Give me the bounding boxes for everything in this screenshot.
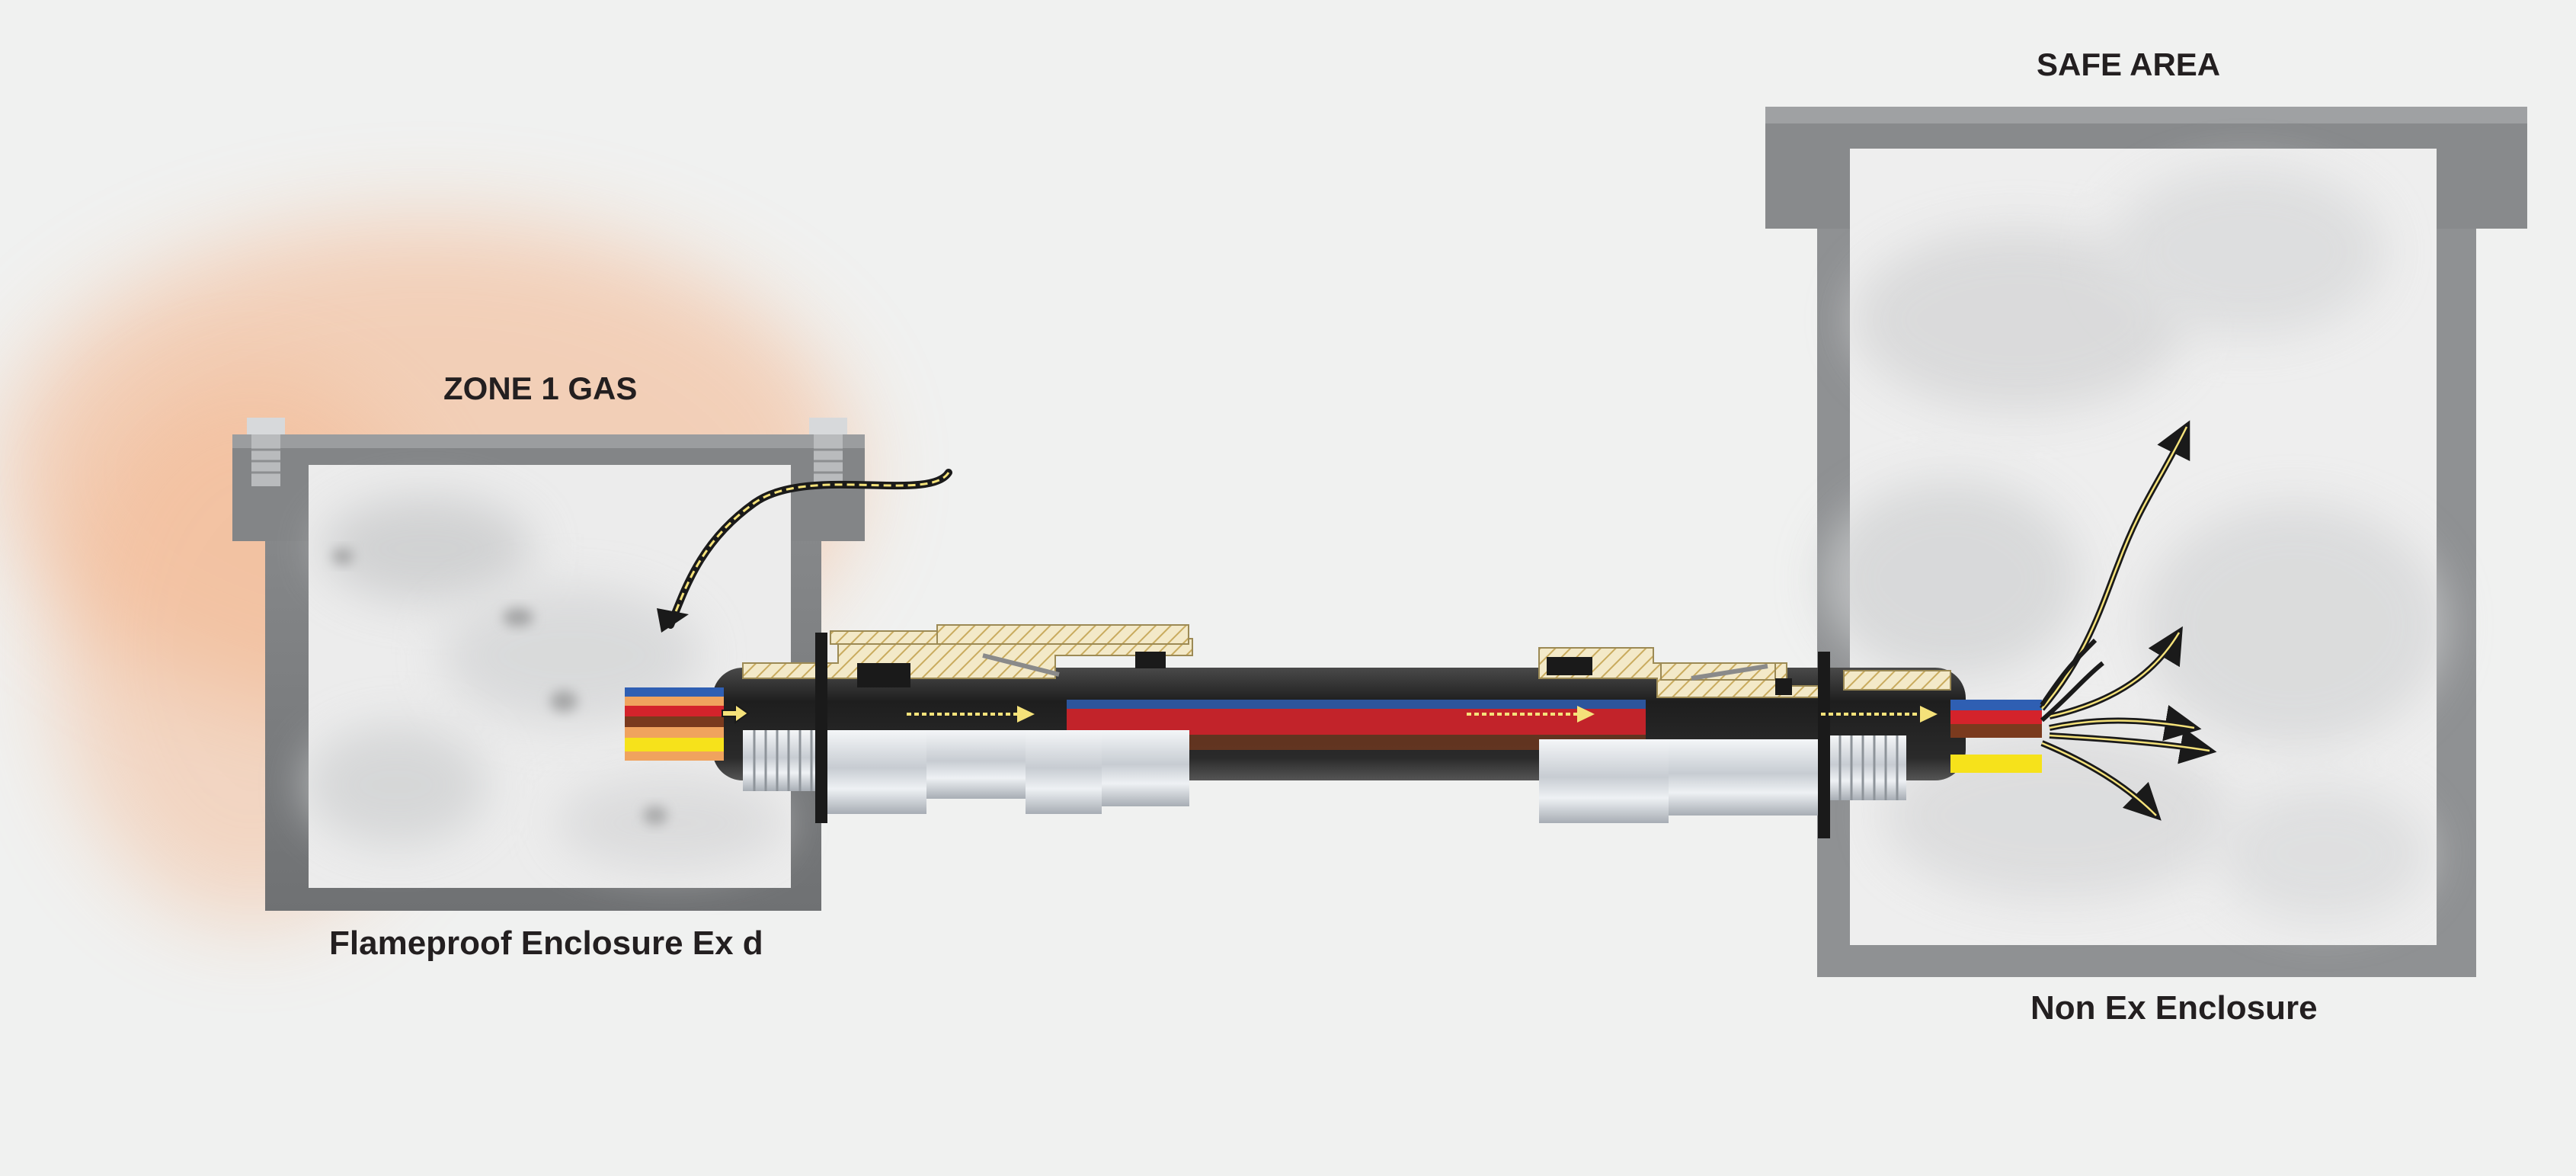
smoke-texture bbox=[1821, 168, 2446, 922]
right-cable-cores bbox=[1950, 700, 2042, 773]
flow-arrow-icon bbox=[1467, 706, 1595, 723]
gas-escape-arrow-icon bbox=[2049, 705, 2202, 742]
flow-arrow-icon bbox=[1821, 706, 1938, 723]
safe-area-label: SAFE AREA bbox=[2037, 46, 2221, 82]
flameproof-enclosure bbox=[232, 418, 952, 911]
cable-assembly bbox=[625, 624, 2042, 838]
smoke-texture bbox=[305, 495, 785, 869]
core-blue-inner bbox=[1067, 700, 1646, 709]
gas-escape-arrow-icon bbox=[2040, 740, 2162, 821]
core-brown-inner bbox=[1067, 735, 1646, 750]
gas-ingress-arrow-icon bbox=[657, 469, 952, 633]
bolt-icon bbox=[247, 418, 285, 486]
flow-arrow-icon bbox=[907, 706, 1035, 723]
flow-arrow-icon bbox=[722, 703, 750, 724]
bolt-icon bbox=[809, 418, 847, 486]
left-cable-cores bbox=[625, 687, 724, 761]
non-ex-enclosure bbox=[1765, 107, 2527, 977]
gas-escape-arrow-icon bbox=[2049, 728, 2217, 764]
gas-escape-arrow-icon bbox=[2049, 626, 2183, 719]
gas-escape-arrows bbox=[2039, 420, 2217, 821]
left-cable-gland bbox=[742, 624, 1193, 823]
right-cable-gland bbox=[1538, 647, 1951, 838]
flameproof-enclosure-label: Flameproof Enclosure Ex d bbox=[329, 924, 763, 962]
non-ex-enclosure-label: Non Ex Enclosure bbox=[2030, 989, 2318, 1027]
zone-1-gas-label: ZONE 1 GAS bbox=[443, 370, 638, 406]
